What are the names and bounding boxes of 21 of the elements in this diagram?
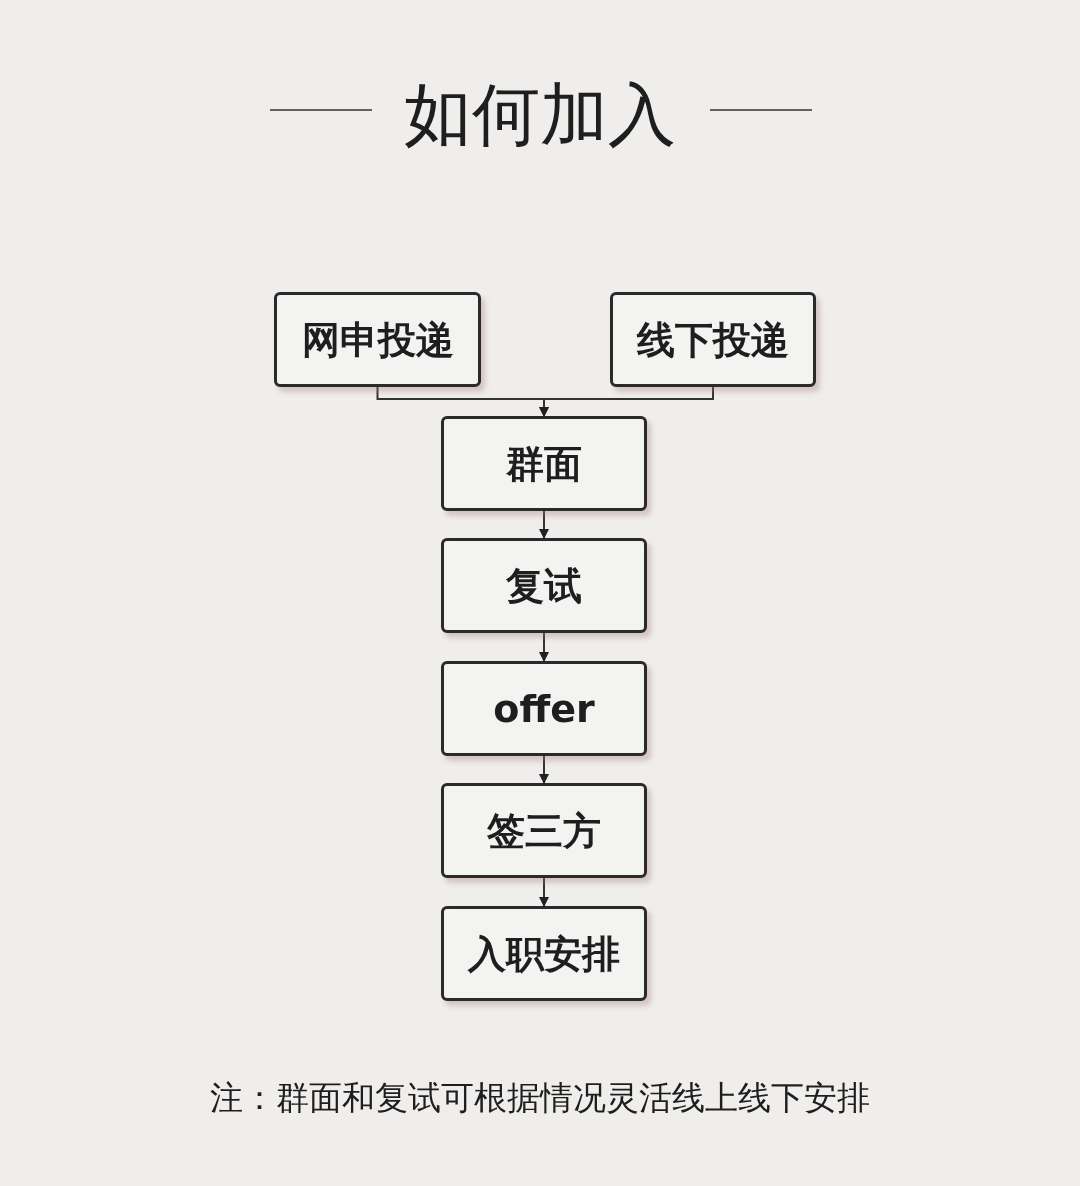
process-box <box>441 906 647 1001</box>
step-label: 签三方 <box>487 808 601 853</box>
step-label: 网申投递 <box>301 317 454 362</box>
note: 注：群面和复试可根据情况灵活线上线下安排 <box>209 1077 871 1119</box>
step-label: 线下投递 <box>637 317 789 362</box>
step-label: offer <box>493 686 595 731</box>
process-box <box>610 292 816 387</box>
arrow <box>539 755 549 784</box>
arrow <box>539 632 549 662</box>
arrow <box>539 386 714 417</box>
process-box <box>441 538 647 633</box>
process-box <box>274 292 481 387</box>
title: 如何加入 <box>403 75 677 155</box>
step-label: 复试 <box>506 563 582 608</box>
process-box <box>441 783 647 878</box>
arrow <box>539 510 549 539</box>
step-label: 群面 <box>506 441 582 486</box>
process-box <box>441 416 647 511</box>
step-label: 入职安排 <box>468 931 620 976</box>
arrow <box>539 877 549 907</box>
process-box <box>441 661 647 756</box>
